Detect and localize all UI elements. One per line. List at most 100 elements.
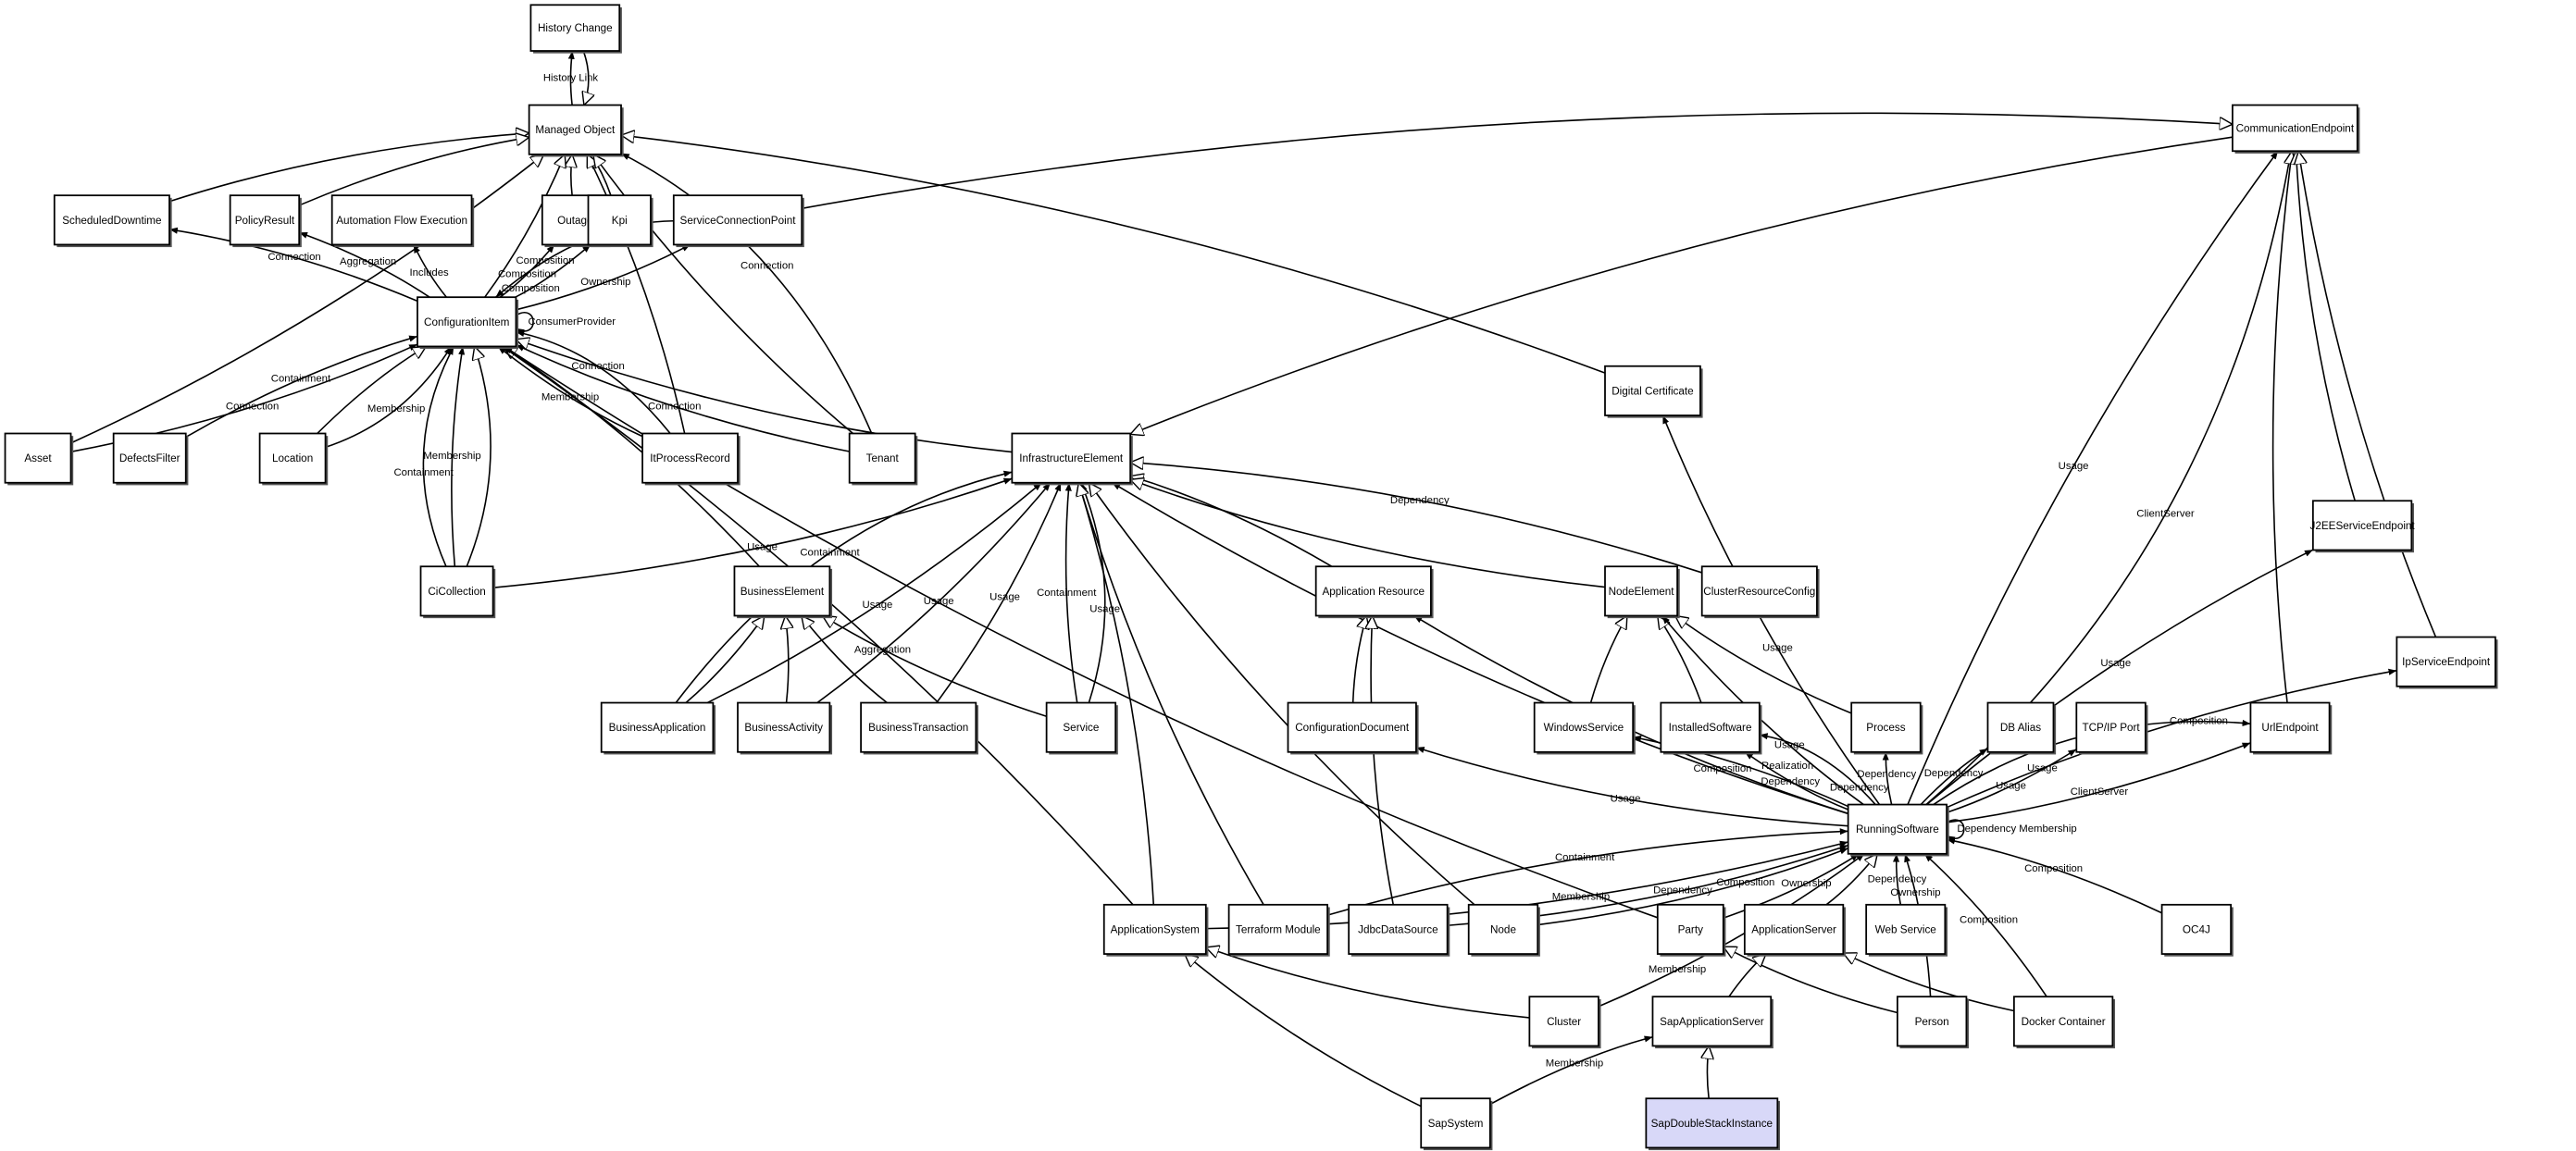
class-url-endpoint[interactable]: UrlEndpoint [2249, 701, 2333, 755]
class-box[interactable] [330, 194, 473, 246]
class-box[interactable] [672, 194, 803, 246]
class-windows-service[interactable]: WindowsService [1533, 701, 1636, 755]
class-box[interactable] [1743, 903, 1845, 955]
class-ie[interactable]: InfrastructureElement [1011, 432, 1133, 486]
class-web-service[interactable]: Web Service [1865, 903, 1948, 957]
class-oc4j[interactable]: OC4J [2160, 903, 2234, 957]
class-cluster[interactable]: Cluster [1528, 996, 1601, 1049]
class-box[interactable] [2232, 104, 2358, 153]
class-box[interactable] [419, 565, 494, 617]
class-box[interactable] [1420, 1097, 1491, 1149]
class-defects-filter[interactable]: DefectsFilter [112, 432, 189, 486]
class-business-element[interactable]: BusinessElement [733, 565, 833, 619]
class-box[interactable] [2249, 701, 2331, 753]
class-digital-certificate[interactable]: Digital Certificate [1604, 365, 1703, 418]
class-box[interactable] [1227, 903, 1328, 955]
class-it-process-record[interactable]: ItProcessRecord [641, 432, 740, 486]
class-box[interactable] [258, 432, 327, 484]
class-box[interactable] [2012, 996, 2114, 1047]
class-sap-double-stack[interactable]: SapDoubleStackInstance [1645, 1097, 1780, 1151]
class-running-software[interactable]: RunningSoftware [1847, 803, 1949, 857]
class-box[interactable] [417, 296, 517, 348]
class-box[interactable] [1604, 565, 1678, 617]
class-box[interactable] [1651, 996, 1773, 1047]
class-scheduled-downtime[interactable]: ScheduledDowntime [53, 194, 172, 248]
class-ci-collection[interactable]: CiCollection [419, 565, 496, 619]
class-business-transaction[interactable]: BusinessTransaction [860, 701, 978, 755]
class-box[interactable] [2160, 903, 2233, 955]
class-box[interactable] [1011, 432, 1132, 484]
class-cluster-resource-config[interactable]: ClusterResourceConfig [1700, 565, 1820, 619]
generalization-line [1658, 615, 1702, 703]
class-managed-object[interactable]: Managed Object [528, 104, 624, 157]
class-terraform[interactable]: Terraform Module [1227, 903, 1330, 957]
class-box[interactable] [860, 701, 977, 753]
class-box[interactable] [587, 194, 652, 246]
class-box[interactable] [1847, 803, 1948, 855]
class-sap-system[interactable]: SapSystem [1420, 1097, 1493, 1151]
class-config-document[interactable]: ConfigurationDocument [1287, 701, 1419, 755]
class-box[interactable] [53, 194, 170, 246]
class-box[interactable] [1656, 903, 1724, 955]
class-box[interactable] [2311, 500, 2413, 551]
class-sap-app-server[interactable]: SapApplicationServer [1651, 996, 1773, 1049]
class-installed-software[interactable]: InstalledSoftware [1660, 701, 1762, 755]
class-comm-endpoint[interactable]: CommunicationEndpoint [2232, 104, 2360, 154]
class-business-activity[interactable]: BusinessActivity [737, 701, 833, 755]
class-box[interactable] [737, 701, 831, 753]
class-party[interactable]: Party [1656, 903, 1726, 957]
class-box[interactable] [528, 104, 622, 155]
class-box[interactable] [1045, 701, 1117, 753]
class-box[interactable] [848, 432, 916, 484]
class-box[interactable] [529, 4, 621, 52]
class-box[interactable] [229, 194, 301, 246]
class-box[interactable] [1467, 903, 1539, 955]
class-node[interactable]: Node [1467, 903, 1540, 957]
class-box[interactable] [4, 432, 72, 484]
class-box[interactable] [1314, 565, 1432, 617]
class-db-alias[interactable]: DB Alias [1986, 701, 2057, 755]
class-box[interactable] [641, 432, 739, 484]
class-box[interactable] [2396, 636, 2496, 687]
class-box[interactable] [1287, 701, 1417, 753]
class-tenant[interactable]: Tenant [848, 432, 918, 486]
class-scp[interactable]: ServiceConnectionPoint [672, 194, 804, 248]
class-ip-service[interactable]: IpServiceEndpoint [2396, 636, 2498, 689]
class-ci[interactable]: ConfigurationItem [417, 296, 519, 350]
class-box[interactable] [1102, 903, 1207, 955]
relationship-label: Usage [1996, 780, 2026, 791]
class-jdbc[interactable]: JdbcDataSource [1348, 903, 1450, 957]
class-box[interactable] [112, 432, 187, 484]
class-kpi[interactable]: Kpi [587, 194, 653, 248]
class-history-change[interactable]: History Change [529, 4, 622, 54]
class-docker[interactable]: Docker Container [2012, 996, 2116, 1049]
class-service[interactable]: Service [1045, 701, 1118, 755]
class-box[interactable] [733, 565, 831, 617]
class-box[interactable] [600, 701, 715, 753]
class-box[interactable] [1896, 996, 1968, 1047]
class-box[interactable] [1865, 903, 1947, 955]
class-asset[interactable]: Asset [4, 432, 74, 486]
class-tcp-port[interactable]: TCP/IP Port [2075, 701, 2148, 755]
class-afe[interactable]: Automation Flow Execution [330, 194, 475, 248]
class-process[interactable]: Process [1850, 701, 1923, 755]
class-box[interactable] [1533, 701, 1635, 753]
class-box[interactable] [1604, 365, 1701, 416]
class-node-element[interactable]: NodeElement [1604, 565, 1680, 619]
class-box[interactable] [1850, 701, 1922, 753]
class-j2ee[interactable]: J2EEServiceEndpoint [2309, 500, 2415, 553]
class-box[interactable] [1348, 903, 1449, 955]
class-box[interactable] [2075, 701, 2147, 753]
class-box[interactable] [1645, 1097, 1779, 1149]
class-person[interactable]: Person [1896, 996, 1970, 1049]
class-policy-result[interactable]: PolicyResult [229, 194, 302, 248]
class-box[interactable] [1660, 701, 1761, 753]
class-app-server[interactable]: ApplicationServer [1743, 903, 1846, 957]
class-box[interactable] [1986, 701, 2055, 753]
class-box[interactable] [1528, 996, 1599, 1047]
class-location[interactable]: Location [258, 432, 329, 486]
class-app-system[interactable]: ApplicationSystem [1102, 903, 1209, 957]
class-box[interactable] [1700, 565, 1818, 617]
class-app-resource[interactable]: Application Resource [1314, 565, 1434, 619]
class-business-application[interactable]: BusinessApplication [600, 701, 716, 755]
